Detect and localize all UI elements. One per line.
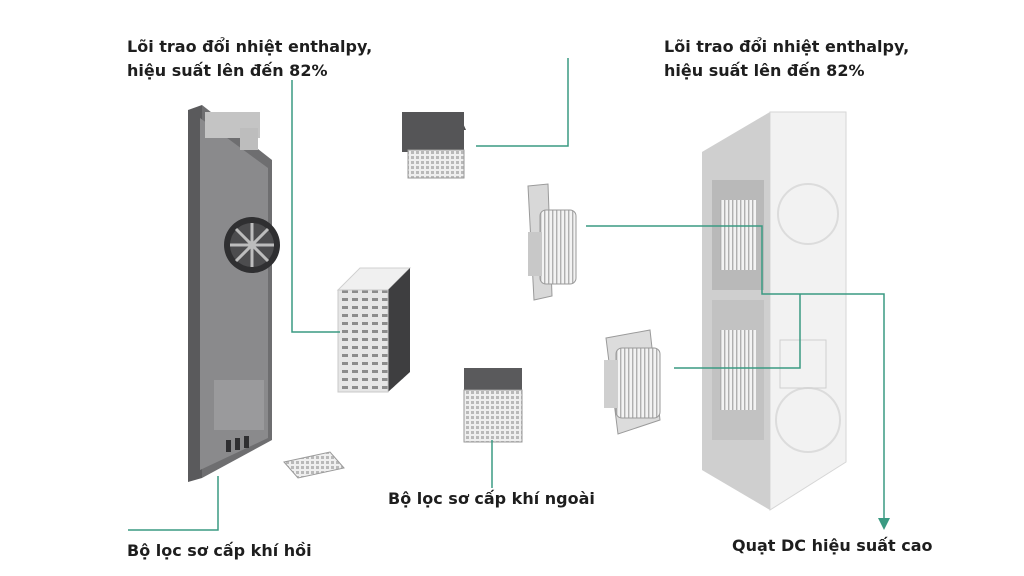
label-dc-fan: Quạt DC hiệu suất cao xyxy=(732,536,933,555)
leader-top-core xyxy=(476,58,569,147)
label-outdoor-air-filter: Bộ lọc sơ cấp khí ngoài xyxy=(388,489,595,508)
return-filter-pad xyxy=(283,451,345,479)
left-enthalpy-core xyxy=(336,267,412,393)
lower-dc-fan xyxy=(604,329,661,435)
label-enthalpy-core-left: Lõi trao đổi nhiệt enthalpy, hiệu suất l… xyxy=(127,37,373,80)
leader-upper-fan xyxy=(586,225,885,522)
arrow-down-icon xyxy=(878,518,890,530)
top-enthalpy-core xyxy=(402,112,466,179)
outdoor-air-filter xyxy=(463,368,523,443)
leader-left-core xyxy=(291,80,340,333)
leader-return-filter xyxy=(128,476,219,531)
main-housing xyxy=(702,111,847,511)
leader-lower-fan xyxy=(674,294,801,369)
upper-dc-fan xyxy=(527,183,577,301)
front-cover-panel xyxy=(188,105,280,482)
label-enthalpy-core-right: Lõi trao đổi nhiệt enthalpy, hiệu suất l… xyxy=(664,37,910,80)
leader-lines xyxy=(128,58,885,531)
label-return-air-filter: Bộ lọc sơ cấp khí hồi xyxy=(127,541,312,560)
